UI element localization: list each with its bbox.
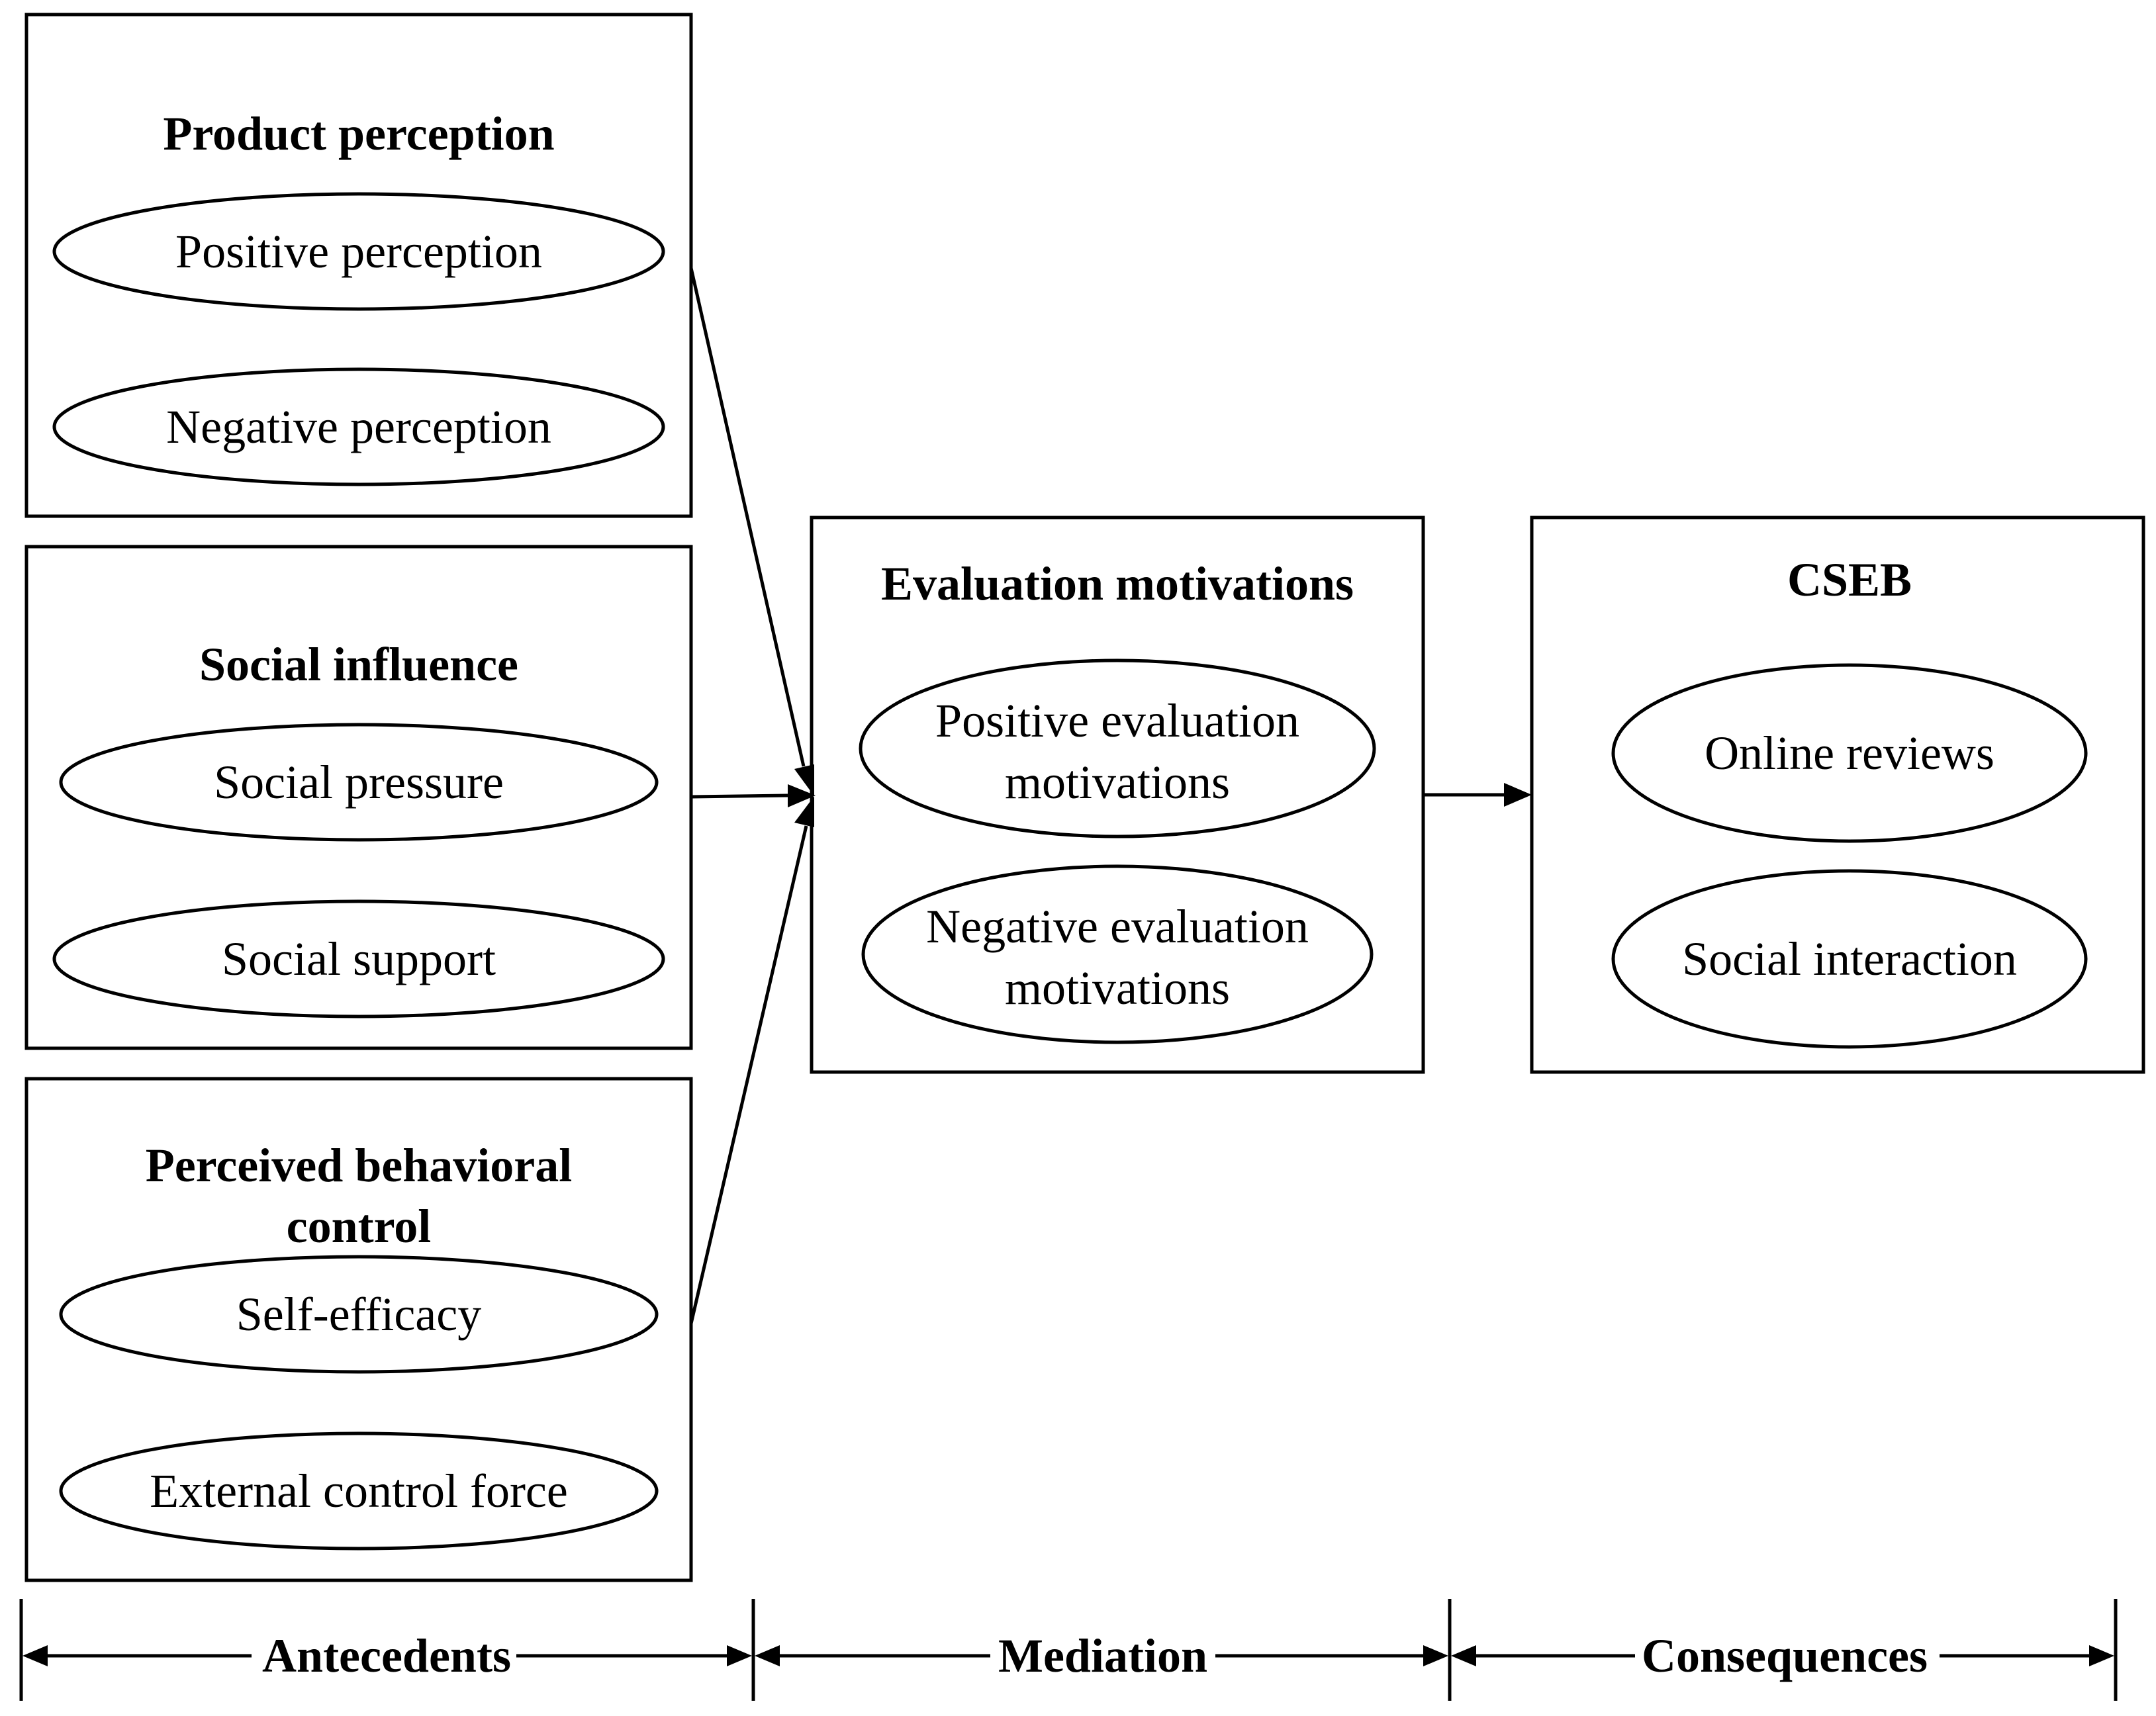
- arrow-control-to-evaluation: [689, 796, 814, 1324]
- stage-axis: Antecedents Mediation Consequences: [19, 1599, 2118, 1701]
- social-influence-box: Social influence Social pressure Social …: [24, 545, 693, 1050]
- social-influence-title: Social influence: [199, 638, 518, 691]
- external-control-force-label: External control force: [150, 1465, 568, 1517]
- cseb-box: CSEB Online reviews Social interaction: [1530, 516, 2145, 1074]
- arrow-social-to-evaluation: [690, 784, 816, 807]
- positive-perception-label: Positive perception: [175, 225, 542, 278]
- online-reviews-node: Online reviews: [1611, 663, 2088, 843]
- antecedents-span: Antecedents: [23, 1628, 752, 1684]
- cseb-title: CSEB: [1787, 553, 1912, 606]
- social-support-label: Social support: [222, 932, 496, 985]
- positive-evaluation-motivations-line1: Positive evaluation: [935, 694, 1299, 747]
- arrow-product-to-evaluation: [689, 267, 814, 796]
- consequences-span: Consequences: [1451, 1628, 2114, 1684]
- product-perception-box: Product perception Positive perception N…: [24, 13, 693, 518]
- arrow-evaluation-to-cseb: [1423, 783, 1532, 807]
- mediation-span: Mediation: [755, 1628, 1448, 1684]
- mediation-label: Mediation: [998, 1629, 1207, 1682]
- self-efficacy-node: Self-efficacy: [59, 1255, 659, 1374]
- negative-perception-label: Negative perception: [166, 400, 551, 453]
- external-control-force-node: External control force: [59, 1431, 659, 1551]
- antecedents-label: Antecedents: [262, 1629, 511, 1682]
- negative-evaluation-motivations-line2: motivations: [1005, 962, 1230, 1015]
- positive-evaluation-motivations-line2: motivations: [1005, 756, 1230, 809]
- online-reviews-label: Online reviews: [1705, 727, 1994, 780]
- perceived-behavioral-control-box: Perceived behavioral control Self-effica…: [24, 1077, 693, 1582]
- social-interaction-label: Social interaction: [1682, 932, 2017, 985]
- self-efficacy-label: Self-efficacy: [236, 1288, 481, 1341]
- social-pressure-node: Social pressure: [59, 723, 659, 842]
- positive-perception-node: Positive perception: [52, 192, 665, 311]
- consequences-label: Consequences: [1642, 1629, 1928, 1682]
- positive-evaluation-motivations-node: Positive evaluation motivations: [859, 658, 1376, 838]
- negative-evaluation-motivations-line1: Negative evaluation: [926, 900, 1309, 953]
- evaluation-motivations-box: Evaluation motivations Positive evaluati…: [810, 516, 1425, 1074]
- negative-evaluation-motivations-node: Negative evaluation motivations: [861, 864, 1374, 1044]
- social-pressure-label: Social pressure: [214, 756, 504, 809]
- perceived-behavioral-control-title-line1: Perceived behavioral: [146, 1139, 573, 1192]
- social-support-node: Social support: [52, 899, 665, 1018]
- product-perception-title: Product perception: [163, 107, 554, 160]
- perceived-behavioral-control-title-line2: control: [287, 1200, 432, 1253]
- negative-perception-node: Negative perception: [52, 367, 665, 486]
- social-interaction-node: Social interaction: [1611, 869, 2088, 1049]
- evaluation-motivations-title: Evaluation motivations: [881, 557, 1354, 610]
